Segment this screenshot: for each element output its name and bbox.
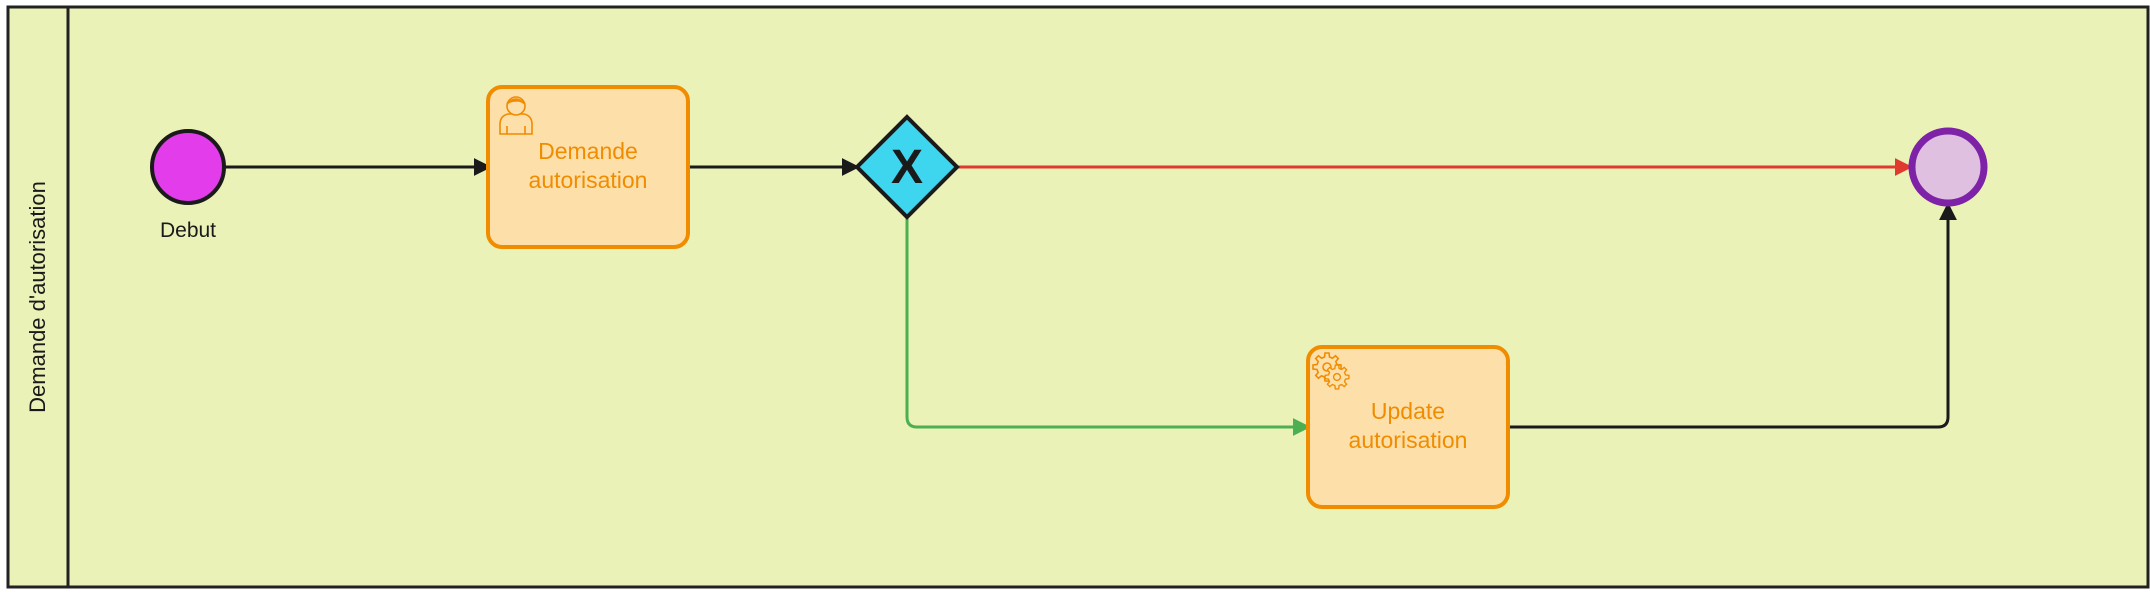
user-task-label-line1: Demande bbox=[538, 138, 638, 164]
service-task-label-line1: Update bbox=[1371, 398, 1445, 424]
sequence-flows bbox=[224, 158, 1957, 436]
user-task-label-line2: autorisation bbox=[529, 167, 648, 193]
exclusive-gateway[interactable]: X bbox=[854, 114, 960, 220]
flow-gateway-to-update[interactable] bbox=[905, 216, 1311, 436]
service-task[interactable]: Update autorisation bbox=[1306, 345, 1510, 509]
end-event-circle bbox=[1908, 127, 1988, 207]
gateway-x-icon: X bbox=[891, 141, 923, 194]
user-task-box bbox=[486, 85, 690, 249]
lane-background bbox=[6, 5, 2150, 589]
lane-label: Demande d'autorisation bbox=[25, 181, 50, 413]
service-task-label-line2: autorisation bbox=[1349, 427, 1468, 453]
start-event-circle bbox=[150, 129, 226, 205]
service-task-box bbox=[1306, 345, 1510, 509]
end-event[interactable] bbox=[1908, 127, 1988, 207]
gear-icon bbox=[1312, 352, 1350, 390]
gateway-diamond bbox=[854, 114, 960, 220]
user-task[interactable]: Demande autorisation bbox=[486, 85, 690, 249]
pool[interactable]: Demande d'autorisation bbox=[6, 5, 2150, 589]
start-event[interactable]: Debut bbox=[150, 129, 226, 242]
flow-update-to-end[interactable] bbox=[1508, 202, 1957, 429]
user-icon bbox=[499, 96, 533, 135]
start-event-label: Debut bbox=[160, 219, 216, 242]
